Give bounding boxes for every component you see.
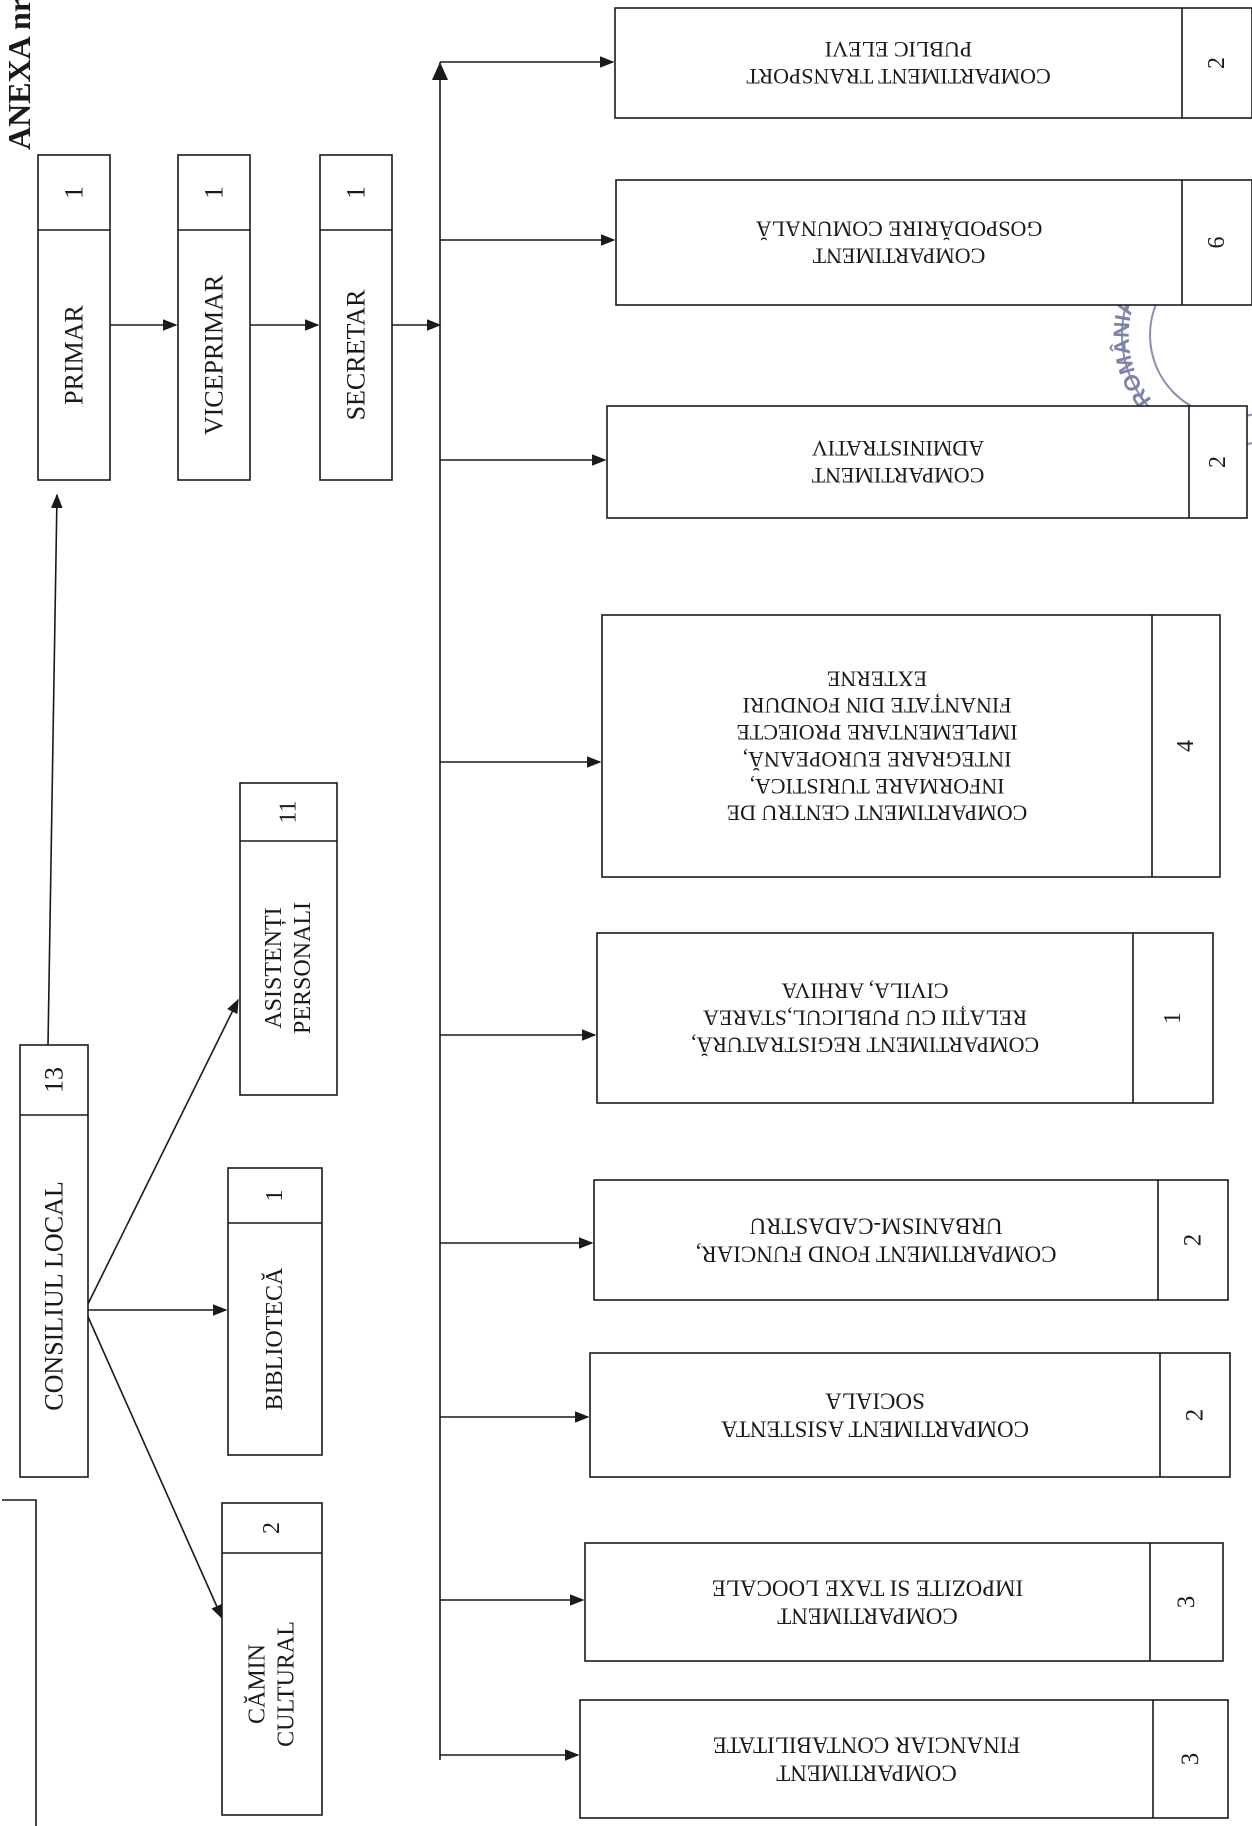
council-unit-2-label: ASISTENȚI: [261, 907, 287, 1028]
arrow-council-asistenti: [84, 998, 239, 1311]
department-box-3-label: COMPARTIMENT FOND FUNCIAR,: [696, 1242, 1057, 1267]
council-unit-0-label: CĂMIN: [245, 1644, 271, 1724]
department-box-2-count: 2: [1182, 1409, 1209, 1422]
department-box-1-frame: [584, 1542, 1224, 1662]
department-box-4-count: 1: [1160, 1012, 1186, 1024]
chain-box-viceprimar: VICEPRIMAR 1: [177, 154, 251, 481]
council-unit-1-label: BIBLIOTECĂ: [262, 1267, 288, 1410]
department-box-7-label: COMPARTIMENT: [812, 243, 985, 268]
department-box-8-label: PUBLIC ELEVI: [825, 37, 972, 62]
department-box-4-label: RELAȚII CU PUBLICUL,STAREA: [703, 1006, 1027, 1031]
department-box-6-count: 2: [1205, 456, 1231, 468]
council-unit-2-label: PERSONALI: [290, 902, 316, 1034]
department-box-5-label: IMPLEMENTARE PROIECTE: [736, 720, 1017, 745]
connector-lines: [47, 56, 616, 1761]
chain-box-secretar-count: 1: [342, 186, 371, 199]
council-box-count: 13: [40, 1067, 69, 1093]
department-box-5-label: INFORMARE TURISTICA,: [749, 774, 1004, 799]
council-box-label: CONSILIUL LOCAL: [40, 1181, 69, 1410]
page-title: ANEXA nr. 1: [1, 0, 37, 150]
chain-box-viceprimar-label: VICEPRIMAR: [200, 274, 229, 435]
department-box-8-label: COMPARTIMENT TRANSPORT: [746, 64, 1051, 89]
council-unit-0-count: 2: [259, 1522, 285, 1534]
department-box-4-frame: [596, 932, 1214, 1104]
department-box-2-label: SOCIALA: [825, 1388, 925, 1413]
department-box-8-count: 2: [1204, 57, 1230, 69]
chain-box-viceprimar-count: 1: [200, 186, 229, 199]
department-box-4: COMPARTIMENT REGISTRATURĂ,RELAȚII CU PUB…: [596, 932, 1214, 1104]
chain-box-primar: PRIMAR 1: [37, 154, 111, 481]
department-box-6-label: COMPARTIMENT: [811, 463, 984, 488]
department-box-7-count: 6: [1204, 237, 1230, 249]
department-box-5-label: FINANȚATE DIN FONDURI: [743, 693, 1012, 718]
council-unit-0-label: CULTURAL: [273, 1621, 299, 1747]
department-box-4-label: COMPARTIMENT REGISTRATURĂ,: [691, 1032, 1039, 1057]
chain-box-primar-label: PRIMAR: [60, 304, 89, 404]
council-unit-2-count: 11: [276, 800, 302, 823]
department-box-5-frame: [601, 614, 1221, 878]
department-box-4-label: CIVILA, ARHIVA: [781, 979, 948, 1004]
department-box-5-count: 4: [1173, 740, 1199, 752]
department-box-3: COMPARTIMENT FOND FUNCIAR, URBANISM-CADAS…: [593, 1179, 1229, 1301]
department-box-0-label: COMPARTIMENT: [776, 1761, 957, 1786]
council-unit-2-frame: [239, 782, 338, 1096]
arrow-council-primar: [47, 493, 63, 1046]
department-box-6-frame: [606, 405, 1248, 519]
department-box-2-label: COMPARTIMENT ASISTENTA: [721, 1417, 1029, 1442]
department-box-3-count: 2: [1180, 1234, 1207, 1247]
department-box-6-label: ADMINISTRATIV: [812, 436, 984, 461]
arrow-council-camin: [84, 1309, 223, 1620]
frame-line: [2, 1499, 37, 1826]
department-box-7-label: GOSPODĂRIRE COMUNALĂ: [756, 217, 1043, 242]
chain-box-primar-count: 1: [60, 186, 89, 199]
department-box-1-label: COMPARTIMENT: [777, 1604, 958, 1629]
chain-box-viceprimar-frame: [177, 154, 251, 481]
department-box-7-frame: [615, 179, 1252, 306]
department-box-3-frame: [593, 1179, 1229, 1301]
department-box-2: COMPARTIMENT ASISTENTA SOCIALA 2: [589, 1352, 1231, 1478]
council-unit-1-frame: [227, 1167, 323, 1456]
chain-box-primar-frame: [37, 154, 111, 481]
department-box-0-label: FINANCIAR CONTABILITATE: [713, 1732, 1020, 1757]
council-unit-1-count: 1: [262, 1190, 288, 1202]
chain-box-secretar: SECRETAR 1: [319, 154, 393, 481]
department-box-3-label: URBANISM-CADASTRU: [749, 1213, 1002, 1238]
council-box-frame: [19, 1044, 89, 1478]
chain-box-secretar-label: SECRETAR: [342, 289, 371, 420]
department-box-0-frame: [579, 1699, 1229, 1819]
council-box: CONSILIUL LOCAL 13: [19, 1044, 89, 1478]
department-box-0: COMPARTIMENT FINANCIAR CONTABILITATE 3: [579, 1699, 1229, 1819]
department-box-5-label: INTEGRARE EUROPEANĂ,: [743, 747, 1012, 772]
department-box-0-count: 3: [1177, 1753, 1204, 1766]
department-box-2-frame: [589, 1352, 1231, 1478]
council-unit-1: BIBLIOTECĂ 1: [227, 1167, 323, 1456]
chain-box-secretar-frame: [319, 154, 393, 481]
department-box-5-label: COMPARTIMENT CENTRU DE: [727, 801, 1028, 826]
department-box-5-label: EXTERNE: [827, 666, 927, 691]
department-box-1: COMPARTIMENT IMPOZITE SI TAXE LOOCALE 3: [584, 1542, 1224, 1662]
department-box-1-count: 3: [1173, 1596, 1200, 1609]
department-box-1-label: IMPOZITE SI TAXE LOOCALE: [712, 1575, 1023, 1600]
department-box-8-frame: [614, 7, 1252, 119]
council-unit-0-frame: [221, 1502, 323, 1816]
bus-top-arrowhead: [432, 62, 448, 80]
